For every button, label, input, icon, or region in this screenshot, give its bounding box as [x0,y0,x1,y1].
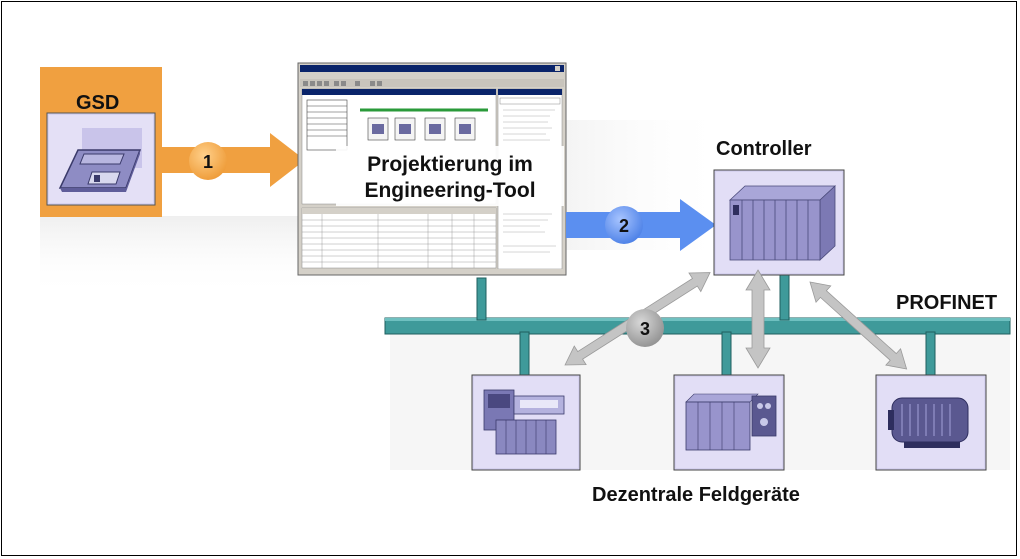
gsd-label: GSD [76,92,120,114]
device-io-module [471,374,581,471]
engineering-tool-window [297,62,567,276]
step-2-disc: 2 [605,206,643,244]
profinet-label: PROFINET [896,292,998,314]
controller-box [713,169,845,276]
device-distributed-io [673,374,785,471]
step-1-number: 1 [203,152,213,172]
step-3-disc: 3 [626,309,664,347]
drop-device2 [721,331,732,377]
engineering-tool-title: Projektierung im Engineering-Tool [336,152,564,204]
engineering-title-line1: Projektierung im [367,153,533,176]
plc-rack-icon [728,185,837,261]
io-module-icon [483,389,565,455]
drop-device3 [925,331,936,377]
distributed-io-icon [685,393,777,451]
arrow-step-1 [162,133,305,187]
drop-device1 [519,331,530,377]
drop-engineering [476,277,487,321]
gsd-box [40,67,162,217]
step-3-number: 3 [640,319,650,339]
floppy-disk-icon [58,128,142,192]
engineering-title-line2: Engineering-Tool [364,179,536,202]
step-1-disc: 1 [189,142,227,180]
step-2-number: 2 [619,216,629,236]
field-devices-label: Dezentrale Feldgeräte [592,484,800,506]
drop-controller [779,269,790,321]
controller-label: Controller [716,138,812,160]
device-motor [875,374,987,471]
motor-icon [888,397,969,448]
